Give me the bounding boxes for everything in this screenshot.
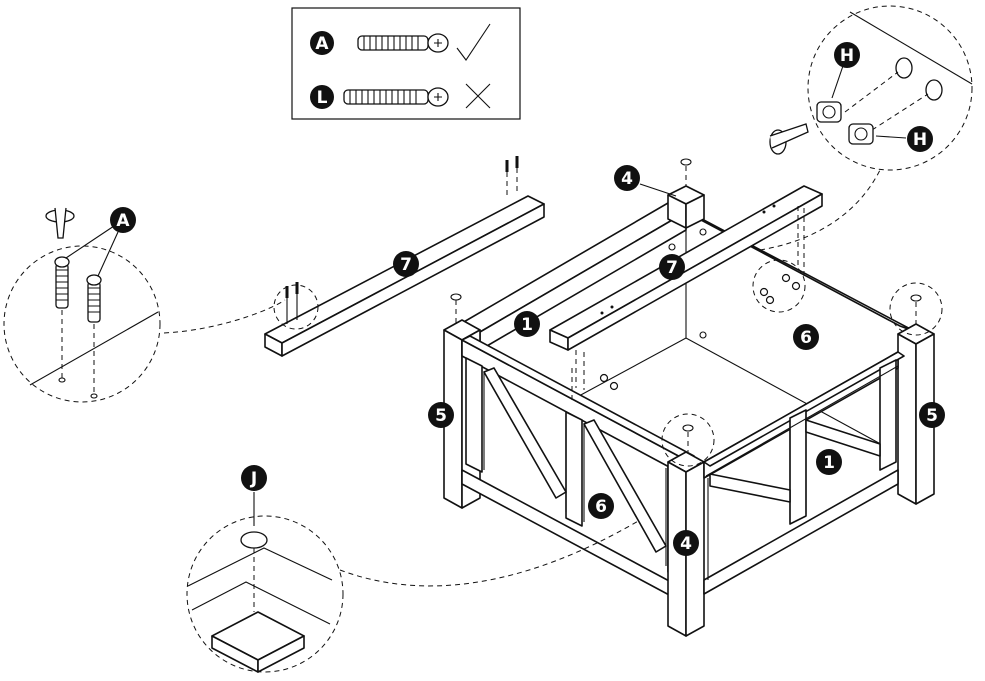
part-4-back: 4 [614,165,640,191]
svg-text:6: 6 [800,328,812,348]
svg-text:5: 5 [435,406,447,426]
bolt-a-icon [357,33,449,53]
part-6-front: 6 [588,493,614,519]
legend-badge-l: L [310,85,334,109]
bolt-a-left-icon [54,256,70,383]
svg-text:7: 7 [666,258,678,278]
part-4-front: 4 [673,530,699,556]
bolt-a-right-icon [86,274,102,399]
svg-text:H: H [840,46,854,66]
cross-icon [465,83,491,109]
svg-text:6: 6 [595,497,607,517]
slat-loose: 7 [264,156,545,357]
cam-lock-bottom-icon [848,123,874,145]
part-7-installed: 7 [659,254,685,280]
bolt-l-icon [343,87,449,107]
callout-a: A [110,207,136,233]
svg-text:A: A [116,211,130,231]
svg-text:J: J [250,469,257,489]
svg-text:1: 1 [823,453,835,473]
part-6-back: 6 [793,324,819,350]
callout-h-top: H [834,42,860,68]
svg-text:L: L [317,88,328,108]
table-frame [443,158,943,637]
svg-text:4: 4 [621,169,633,189]
svg-text:7: 7 [400,255,412,275]
hardware-legend: A L [291,7,521,120]
svg-text:4: 4 [680,534,692,554]
detail-circle-glide: J [186,465,641,673]
callout-j: J [241,465,267,491]
legend-badge-a: A [310,31,334,55]
svg-text:5: 5 [926,406,938,426]
svg-text:1: 1 [521,315,533,335]
part-5-left: 5 [428,402,454,428]
detail-circle-cam-locks: H H [759,5,973,251]
screwdriver-right-icon [769,123,809,155]
svg-text:H: H [913,130,927,150]
svg-text:A: A [315,34,329,54]
callout-h-bottom: H [907,126,933,152]
screwdriver-left-icon [45,207,75,239]
part-1-front: 1 [816,449,842,475]
cam-lock-top-icon [816,101,842,123]
check-icon [456,23,491,61]
part-1-back: 1 [514,311,540,337]
detail-circle-bolts: A [3,207,286,403]
part-5-right: 5 [919,402,945,428]
part-7-loose: 7 [393,251,419,277]
